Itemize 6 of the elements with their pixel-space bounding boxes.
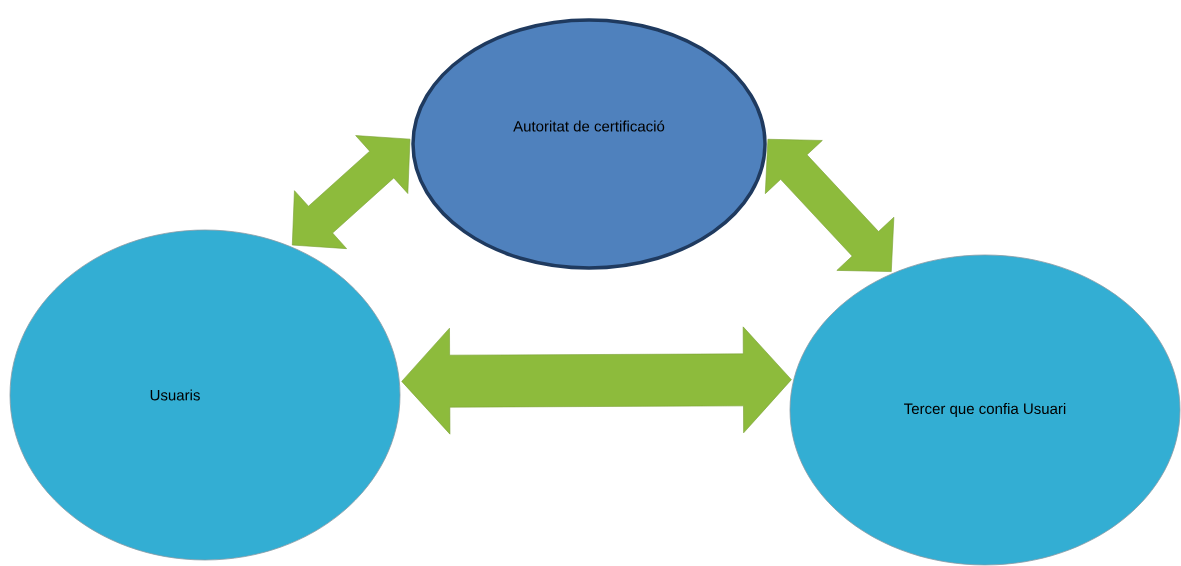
ellipse-node: Tercer que confia Usuari — [789, 254, 1181, 566]
double-arrow — [401, 326, 792, 435]
double-arrow — [291, 135, 411, 249]
ellipse-node: Autoritat de certificació — [411, 18, 767, 270]
double-arrow — [765, 138, 895, 272]
ellipse-node: Usuaris — [9, 229, 401, 561]
